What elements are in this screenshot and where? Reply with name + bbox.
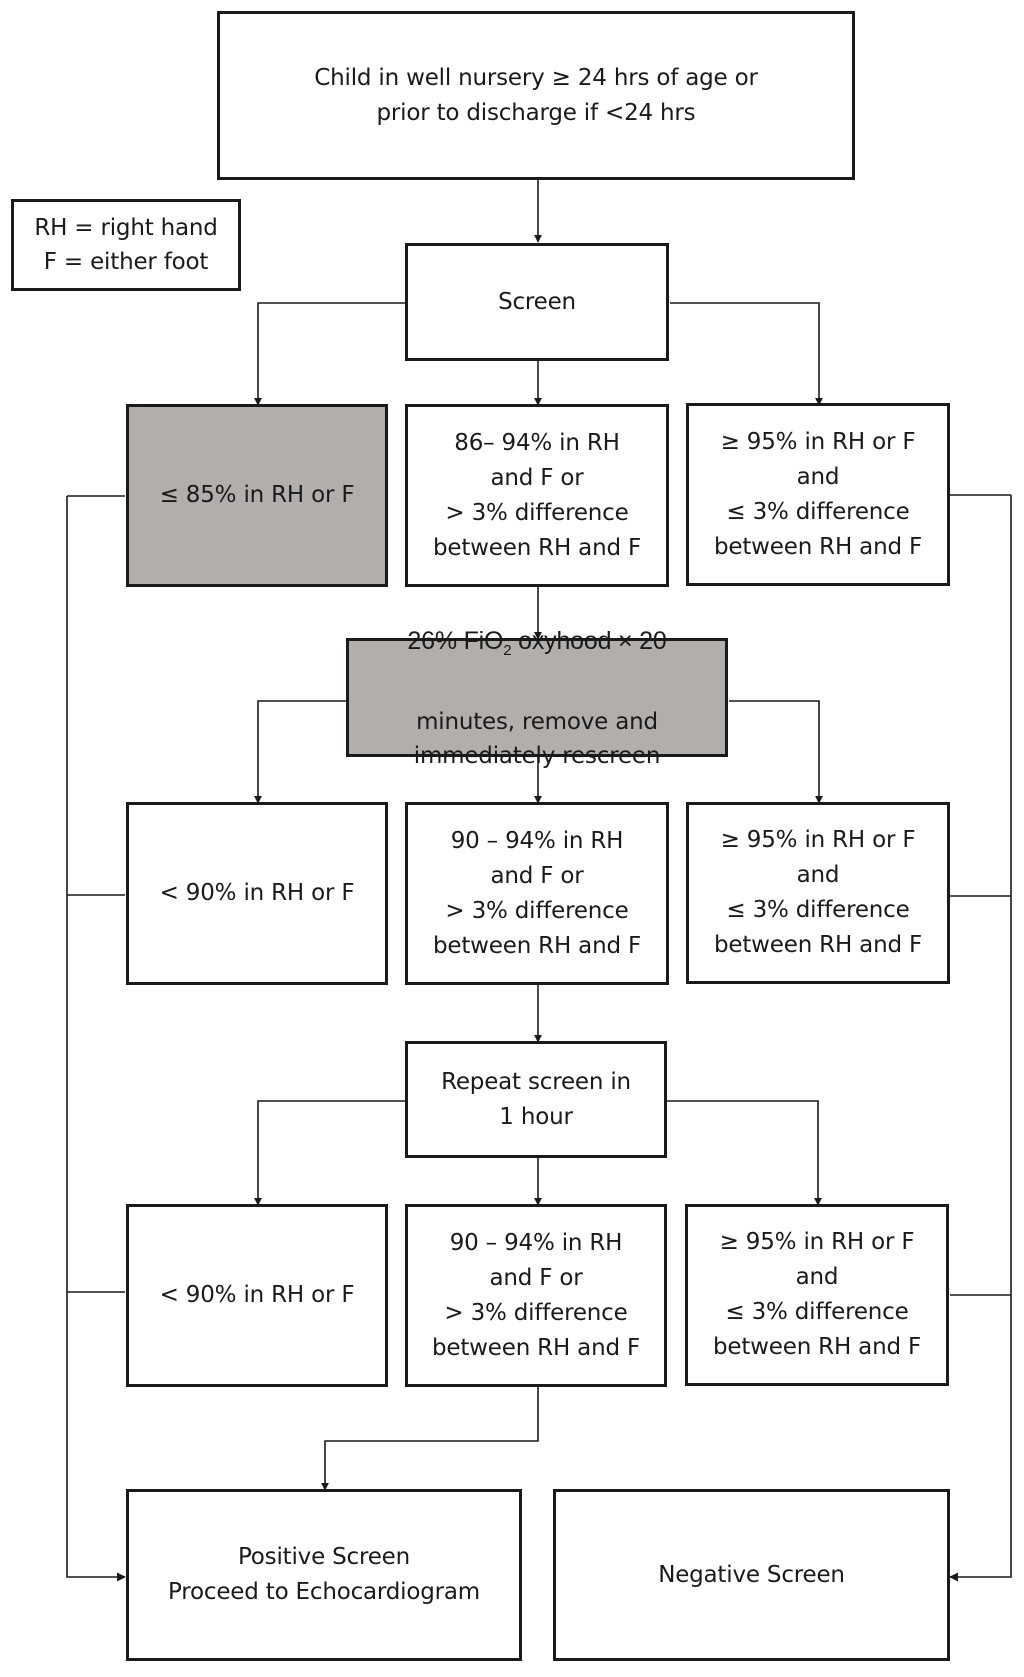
arrow-repeat-to-row3-right (667, 1100, 822, 1206)
oxyhood-text: 26% FiO2 oxyhood × 20 minutes, remove an… (407, 587, 666, 808)
row3-right-node: ≥ 95% in RH or F and ≤ 3% difference bet… (685, 1204, 949, 1386)
arrow-repeat-to-row3-left (254, 1100, 407, 1206)
screen-node-text: Screen (498, 288, 576, 315)
start-node-text: Child in well nursery ≥ 24 hrs of age or… (314, 64, 758, 126)
oxyhood-node: 26% FiO2 oxyhood × 20 minutes, remove an… (346, 627, 728, 769)
row3-mid-node: 90 – 94% in RH and F or > 3% difference … (405, 1204, 667, 1387)
oxyhood-line1: 26% FiO2 oxyhood × 20 (407, 627, 667, 659)
positive-screen-node: Positive Screen Proceed to Echocardiogra… (126, 1489, 522, 1661)
oxyhood-rest: minutes, remove and immediately rescreen (413, 709, 661, 769)
row2-mid-text: 90 – 94% in RH and F or > 3% difference … (433, 827, 641, 959)
legend-text: RH = right hand F = either foot (34, 215, 218, 275)
row1-mid-text: 86– 94% in RH and F or > 3% difference b… (433, 429, 641, 561)
row1-left-text: ≤ 85% in RH or F (159, 482, 355, 508)
row2-mid-node: 90 – 94% in RH and F or > 3% difference … (405, 802, 669, 985)
repeat-node: Repeat screen in 1 hour (405, 1041, 667, 1158)
row2-left-node: < 90% in RH or F (126, 802, 388, 985)
row2-left-text: < 90% in RH or F (159, 880, 355, 906)
arrow-oxyhood-to-row2-left (254, 700, 347, 804)
row3-right-text: ≥ 95% in RH or F and ≤ 3% difference bet… (713, 1229, 921, 1360)
arrow-screen-to-row1-right (670, 302, 823, 406)
arrow-left-trunk-to-positive (66, 496, 126, 1582)
row3-left-text: < 90% in RH or F (159, 1282, 355, 1308)
row3-left-node: < 90% in RH or F (126, 1204, 388, 1387)
legend-box: RH = right hand F = either foot (11, 199, 241, 291)
row1-right-text: ≥ 95% in RH or F and ≤ 3% difference bet… (714, 428, 922, 560)
arrow-row3-mid-to-positive (321, 1387, 539, 1491)
negative-screen-node: Negative Screen (553, 1489, 950, 1661)
positive-screen-text: Positive Screen Proceed to Echocardiogra… (168, 1544, 480, 1605)
row1-mid-node: 86– 94% in RH and F or > 3% difference b… (405, 404, 669, 587)
arrow-oxyhood-to-row2-right (729, 700, 823, 804)
start-node: Child in well nursery ≥ 24 hrs of age or… (217, 11, 855, 180)
arrow-right-trunk-to-negative (949, 495, 1012, 1582)
row2-right-text: ≥ 95% in RH or F and ≤ 3% difference bet… (714, 827, 922, 958)
screen-node: Screen (405, 243, 669, 361)
repeat-node-text: Repeat screen in 1 hour (441, 1068, 631, 1130)
arrow-screen-to-row1-left (254, 302, 407, 406)
row3-mid-text: 90 – 94% in RH and F or > 3% difference … (432, 1229, 640, 1361)
row2-right-node: ≥ 95% in RH or F and ≤ 3% difference bet… (686, 802, 950, 984)
negative-screen-text: Negative Screen (658, 1561, 845, 1588)
row1-right-node: ≥ 95% in RH or F and ≤ 3% difference bet… (686, 403, 950, 586)
row1-left-node: ≤ 85% in RH or F (126, 404, 388, 587)
